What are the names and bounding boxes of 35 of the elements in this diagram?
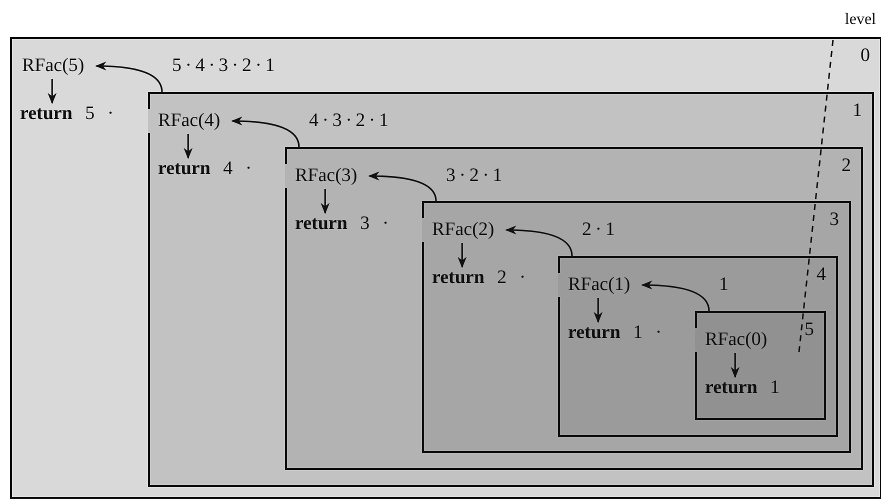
return-statement: return 2 · [432,266,526,290]
level-number: 4 [816,264,826,286]
arrow [368,172,437,202]
axis-label: level [844,10,876,30]
arrow [458,243,467,268]
recursion-level-frame [558,256,838,437]
arrow [594,298,603,324]
edge-label: 3 · 2 · 1 [446,164,502,188]
recursion-level-frame [148,92,874,487]
edge-label: 1 [719,273,728,297]
return-statement: return 1 · [568,321,662,345]
return-statement: return 3 · [295,212,389,236]
recursion-level-frame [695,311,826,420]
level-number: 2 [842,155,851,177]
level-number: 5 [804,319,814,341]
arrow [231,116,300,148]
recursion-level-frame [285,147,863,470]
arrow [730,353,740,378]
return-statement: return 5 · [20,102,114,126]
return-statement: return 1 [705,376,780,400]
arrow [641,280,710,312]
recursion-level-frame [422,201,851,453]
edge-label: 5 · 4 · 3 · 2 · 1 [172,54,275,78]
arrow [48,79,57,104]
level-number: 3 [830,209,839,231]
arrow [95,62,163,92]
recursion-level-frame [10,37,881,499]
arrow [505,226,573,256]
edge-label: 4 · 3 · 2 · 1 [309,109,388,133]
edge-label: 2 · 1 [582,218,615,242]
return-statement: return 4 · [158,157,252,181]
arrow [184,134,193,160]
level-number: 1 [852,100,862,122]
arrow [320,189,330,214]
level-number: 0 [860,45,870,67]
